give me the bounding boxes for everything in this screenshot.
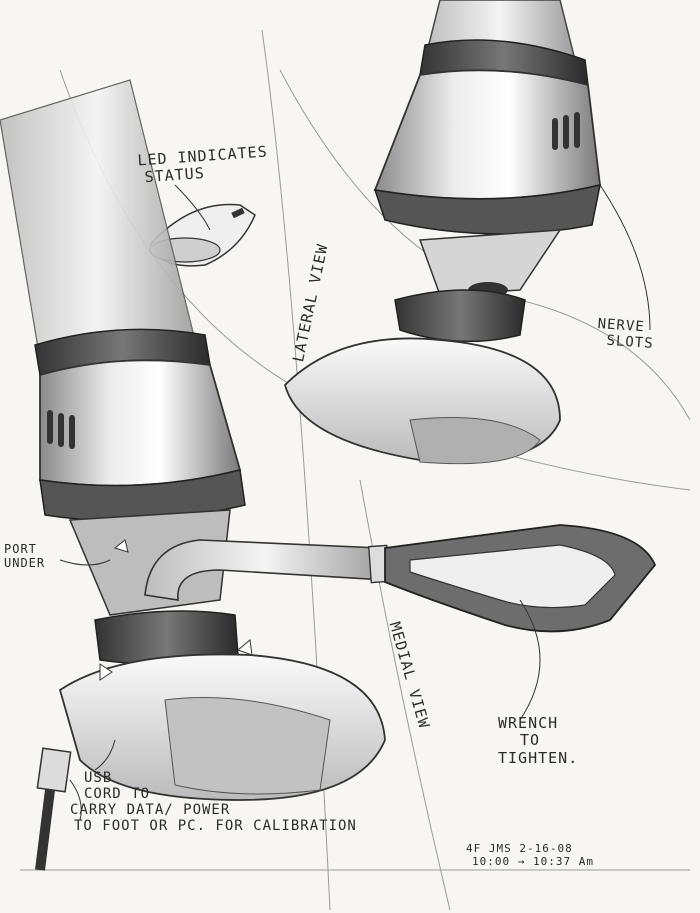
port-note-line2: UNDER (4, 555, 46, 570)
wrench-note: WRENCH TO TIGHTEN. (498, 714, 579, 767)
signature-line1: 4F JMS 2-16-08 (466, 842, 573, 855)
usb-cord-note: USB CORD TO CARRY DATA/ POWER TO FOOT OR… (70, 770, 357, 834)
port-under-note: PORT UNDER (4, 542, 46, 571)
wrench-note-line1: WRENCH (498, 714, 559, 732)
wrench (144, 524, 657, 633)
medial-view-assembly (0, 79, 386, 801)
usb-note-line4: TO FOOT OR PC. FOR CALIBRATION (74, 818, 357, 835)
wrench-note-line2: TO (520, 731, 541, 750)
nerve-slots-upper (552, 112, 580, 150)
leader-lines (59, 184, 651, 771)
signature-note: 4F JMS 2-16-08 10:00 → 10:37 Am (466, 842, 594, 868)
usb-note-line1: USB (84, 770, 113, 786)
usb-note-line2: CORD TO (84, 786, 151, 803)
nerve-note-line1: NERVE (597, 316, 646, 336)
signature-line2: 10:00 → 10:37 Am (472, 854, 594, 868)
nerve-note-line2: SLOTS (605, 332, 655, 353)
usb-note-line3: CARRY DATA/ POWER (70, 802, 231, 819)
nerve-slots-note: NERVE SLOTS (596, 316, 655, 352)
nerve-slots-lower (47, 410, 75, 449)
lateral-view-assembly (283, 0, 601, 465)
port-note-line1: PORT (4, 542, 37, 556)
wrench-note-line3: TIGHTEN. (498, 748, 579, 767)
usb-plug (35, 747, 82, 871)
